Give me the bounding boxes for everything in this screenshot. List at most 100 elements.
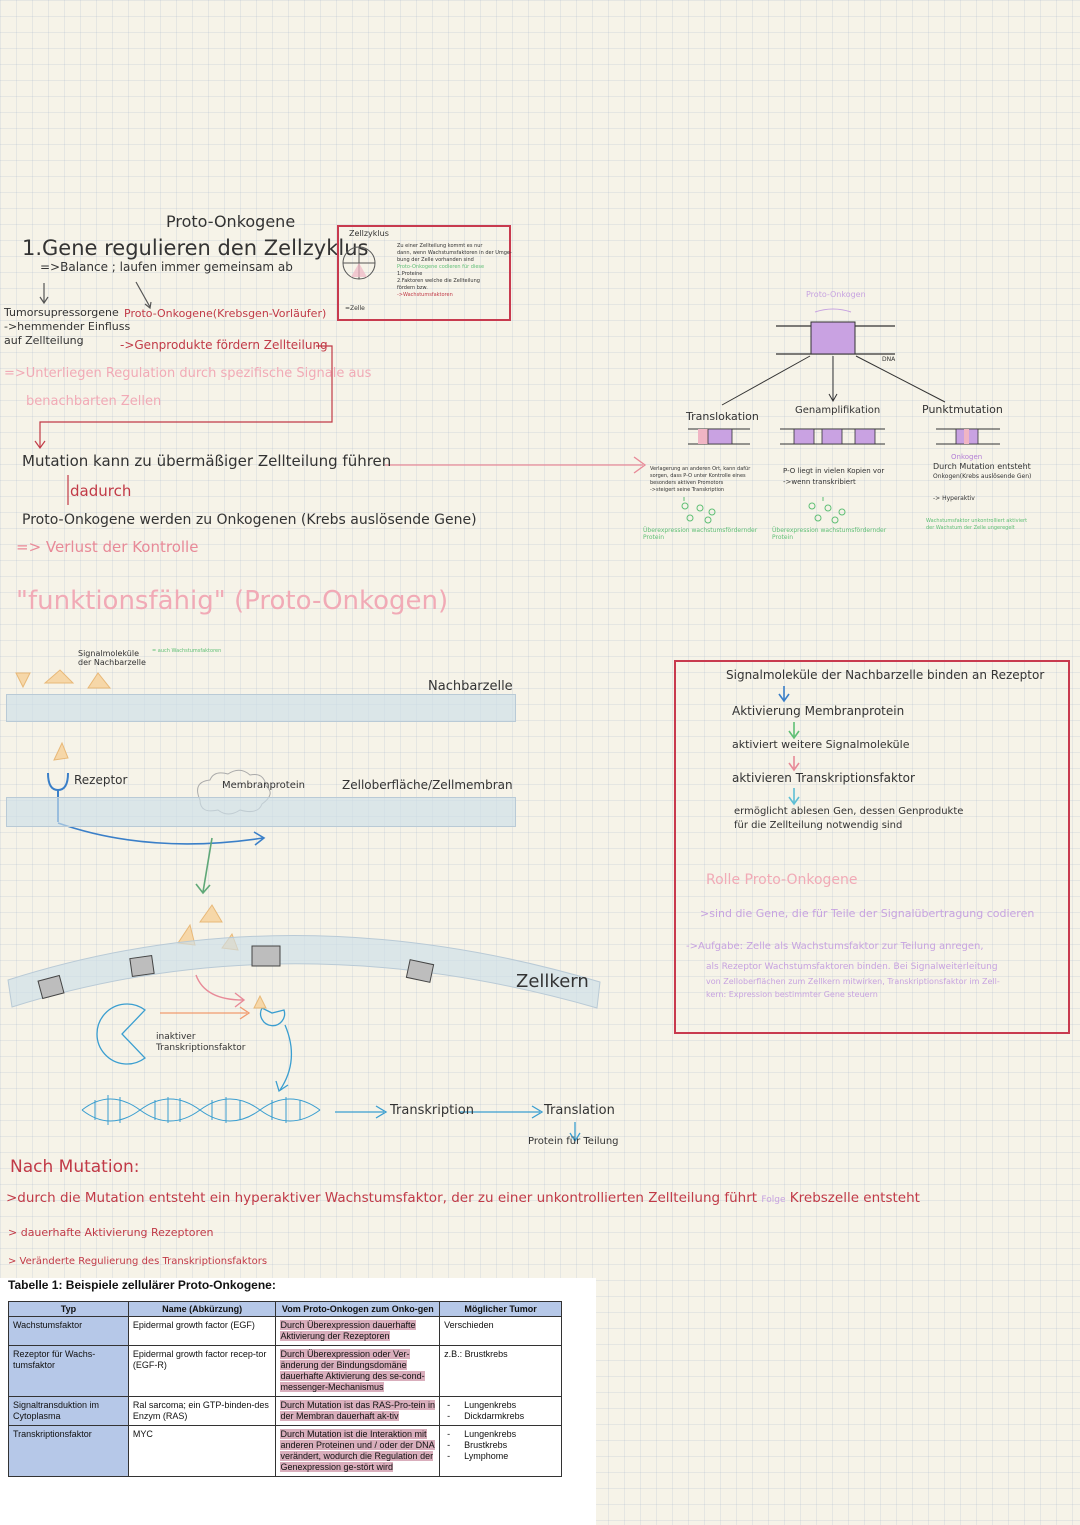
cell-typ: Wachstumsfaktor (8, 1316, 129, 1346)
branch-punktmutation-text: Onkogen Durch Mutation entsteht Onkogen(… (933, 452, 1031, 504)
table-caption: Tabelle 1: Beispiele zellulärer Proto-On… (8, 1278, 276, 1292)
cell-name: Ral sarcoma; ein GTP-binden-des Enzym (R… (127, 1396, 277, 1426)
nach-mutation-line-1a: >durch die Mutation entsteht ein hyperak… (6, 1190, 758, 1206)
nuclear-pores (37, 945, 435, 1000)
genprodukte-label: ->Genprodukte fördern Zellteilung (120, 338, 328, 352)
rolle-line-3: als Rezeptor Wachstumsfaktoren binden. B… (706, 962, 998, 972)
signal-label: Signalmoleküle der Nachbarzelle (78, 649, 146, 667)
branch-translokation-result: Überexpression wachstumsfördernder Prote… (643, 527, 757, 541)
nach-mutation-line-1: >durch die Mutation entsteht ein hyperak… (6, 1190, 920, 1206)
cell-typ: Signaltransduktion im Cytoplasma (8, 1396, 129, 1426)
inactive-tf-shape (96, 1003, 146, 1065)
branch-translokation-text: Verlagerung an anderen Ort, kann dafür s… (650, 466, 750, 494)
inaktiver-line-1: Transkriptionsfaktor (156, 1043, 246, 1053)
translation-label: Translation (544, 1103, 615, 1118)
steps-box (674, 660, 1070, 1034)
gene-regulation-heading: 1.Gene regulieren den Zellzyklus (22, 236, 369, 260)
tumor-item: Lymphome (444, 1451, 557, 1462)
pm-text-3: -> Hyperaktiv (933, 495, 975, 502)
nach-mutation-line-1b: Krebszelle entsteht (789, 1190, 920, 1206)
branch-translokation-title: Translokation (686, 410, 759, 423)
pm-text-0: Onkogen (951, 453, 983, 461)
zellzyklus-note: =Zelle (345, 305, 365, 312)
table-header: Typ (8, 1301, 129, 1317)
tumor-line-3: auf Zellteilung (4, 334, 84, 347)
dna-gene-top (721, 308, 946, 406)
pink-long-arrow (385, 456, 647, 474)
tumorsuppressor-block: Tumorsupressorgene ->hemmender Einfluss … (4, 306, 130, 348)
cell-weg: Durch Überexpression oder Ver-änderung d… (275, 1345, 441, 1397)
branch-genes (681, 428, 1000, 524)
folge-label: Folge (761, 1195, 786, 1205)
tumor-item: Brustkrebs (444, 1440, 557, 1451)
nachbarzelle-band (6, 694, 516, 722)
red-bracket (34, 345, 333, 450)
table-header: Möglicher Tumor (439, 1301, 562, 1317)
ga-text-0: P-O liegt in vielen Kopien vor (783, 467, 885, 475)
pink-nucleus-arrow (195, 974, 246, 1008)
tl-result-0: Überexpression wachstumsfördernder (643, 527, 758, 534)
tl-text-2: besonders aktiven Promotors (650, 480, 724, 486)
dna-helix (81, 1095, 321, 1125)
tl-result-1: Protein (643, 534, 665, 541)
zz-line-7: ->Wachstumsfaktoren (397, 292, 453, 298)
zellzyklus-title: Zellzyklus (349, 229, 389, 238)
cell-tumor: Verschieden (439, 1316, 562, 1346)
tf-to-dna-arrow (275, 1024, 293, 1093)
pm-result-1: der Wachstum der Zelle ungeregelt (926, 525, 1015, 531)
cell-tumor: z.B.: Brustkrebs (439, 1345, 562, 1397)
proto-onkogen-label: Proto-Onkogen (806, 290, 866, 299)
rolle-title: Rolle Proto-Onkogene (706, 872, 858, 888)
pm-text-2: Onkogen(Krebs auslösende Gen) (933, 473, 1032, 480)
table-header: Name (Abkürzung) (127, 1301, 277, 1317)
zellkern-label: Zellkern (516, 971, 589, 992)
pm-result-0: Wachstumsfaktor unkontrolliert aktiviert (926, 518, 1028, 524)
step-5: ermöglicht ablesen Gen, dessen Genproduk… (734, 806, 964, 817)
dadurch-label: dadurch (70, 482, 132, 500)
pm-text-1: Durch Mutation entsteht (933, 462, 1031, 471)
transcription-arrows (335, 1105, 581, 1143)
table-row: Wachstumsfaktor Epidermal growth factor … (8, 1316, 562, 1346)
dna-label: DNA (882, 356, 896, 363)
signal-note: = auch Wachstumsfaktoren (152, 648, 222, 654)
cell-weg: Durch Überexpression dauerhafte Aktivier… (275, 1316, 441, 1346)
zz-line-5: 2.Faktoren welche die Zellteilung (397, 278, 480, 284)
nach-mutation-title: Nach Mutation: (10, 1157, 140, 1177)
cell-tumor: Lungenkrebs Brustkrebs Lymphome (439, 1425, 562, 1477)
zelloberflaeche-label: Zelloberfläche/Zellmembran (342, 778, 513, 792)
zz-line-0: Zu einer Zellteilung kommt es nur (397, 243, 483, 249)
proto-werden-line: Proto-Onkogene werden zu Onkogenen (Kreb… (22, 512, 477, 528)
cell-typ: Transkriptionsfaktor (8, 1425, 129, 1477)
steps-arrows (778, 686, 800, 806)
balance-line: =>Balance ; laufen immer gemeinsam ab (40, 260, 293, 274)
step-4: aktivieren Transkriptionsfaktor (732, 771, 915, 785)
rolle-line-1: >sind die Gene, die für Teile der Signal… (700, 907, 1035, 920)
ga-text-1: ->wenn transkribiert (783, 478, 856, 486)
proto-onkogene-label: Proto-Onkogene(Krebsgen-Vorläufer) (124, 307, 327, 320)
cell-weg: Durch Mutation ist die Interaktion mit a… (275, 1425, 441, 1477)
zz-line-4: 1.Proteine (397, 271, 423, 277)
tl-text-3: ->steigert seine Transkription (650, 487, 725, 493)
zz-line-1: dann, wenn Wachstumsfaktoren in der Umge… (397, 250, 512, 256)
rolle-line-5: kern: Expression bestimmter Gene steuern (706, 990, 878, 999)
rezeptor-label: Rezeptor (74, 773, 128, 787)
ga-result-1: Protein (772, 534, 794, 541)
step-3: aktiviert weitere Signalmoleküle (732, 738, 910, 751)
nach-mutation-line-2: > dauerhafte Aktivierung Rezeptoren (8, 1226, 214, 1239)
table-header: Vom Proto-Onkogen zum Onko-gen (275, 1301, 441, 1317)
cycle-circle-icon (342, 246, 376, 280)
table-row: Rezeptor für Wachs-tumsfaktor Epidermal … (8, 1345, 562, 1397)
tumor-line-1: Tumorsupressorgene (4, 306, 119, 319)
signal-label-0: Signalmoleküle (78, 649, 140, 658)
table-row: Transkriptionsfaktor MYC Durch Mutation … (8, 1425, 562, 1477)
protein-label: Protein für Teilung (528, 1136, 619, 1147)
mutation-line: Mutation kann zu übermäßiger Zellteilung… (22, 452, 392, 470)
nach-mutation-line-3: > Veränderte Regulierung des Transkripti… (8, 1256, 268, 1267)
nucleus-membrane (7, 935, 601, 1009)
tf-small-shape (259, 1007, 286, 1027)
zellzyklus-text: Zu einer Zellteilung kommt es nur dann, … (397, 243, 512, 299)
branch-punktmutation-result: Wachstumsfaktor unkontrolliert aktiviert… (926, 518, 1027, 532)
signal-label-1: der Nachbarzelle (78, 658, 146, 667)
cell-name: MYC (127, 1425, 277, 1477)
cell-name: Epidermal growth factor (EGF) (127, 1316, 277, 1346)
